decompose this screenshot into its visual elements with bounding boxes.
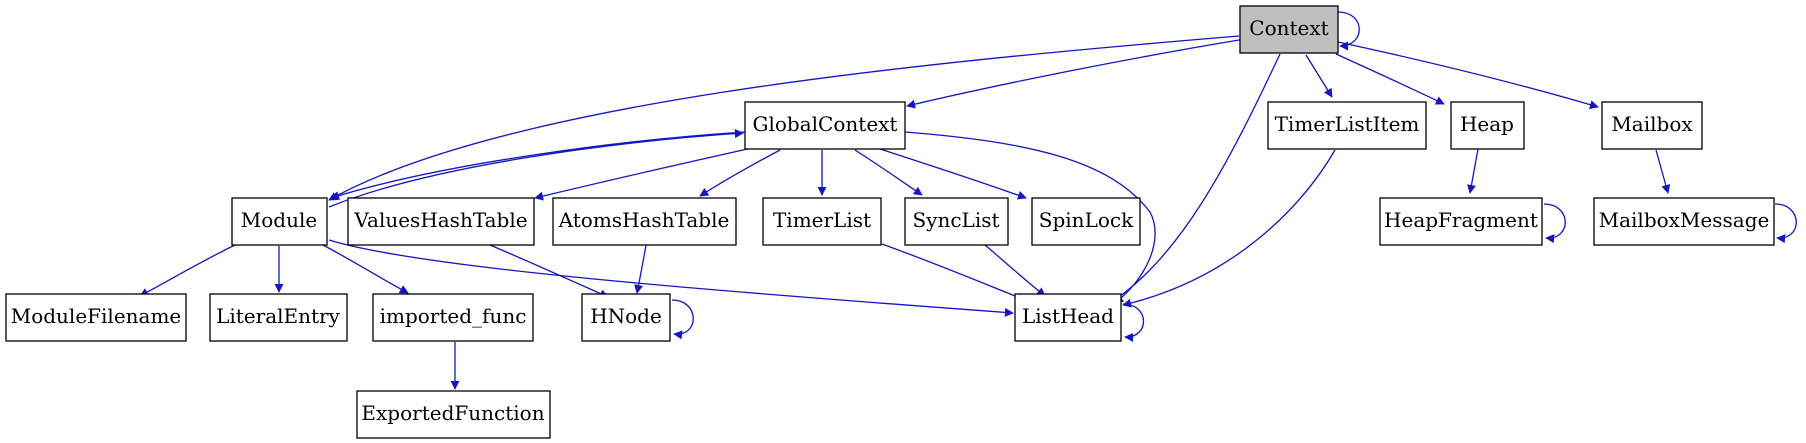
node-heap-label: Heap	[1460, 112, 1514, 136]
node-spin-lock-label: SpinLock	[1039, 208, 1134, 232]
node-module-filename[interactable]: ModuleFilename	[5, 293, 187, 342]
node-heap[interactable]: Heap	[1450, 101, 1525, 150]
node-heap-fragment[interactable]: HeapFragment	[1379, 197, 1543, 246]
node-timer-list-label: TimerList	[773, 208, 871, 232]
node-module-filename-label: ModuleFilename	[11, 304, 182, 328]
edge-listhead-listhead	[1122, 303, 1145, 342]
node-sync-list-label: SyncList	[912, 208, 999, 232]
node-spin-lock[interactable]: SpinLock	[1031, 197, 1141, 246]
node-mailbox-message-label: MailboxMessage	[1599, 208, 1770, 232]
node-timer-list-item[interactable]: TimerListItem	[1267, 101, 1427, 150]
edge-globalcontext-valueshashtable	[534, 147, 753, 201]
edge-context-heap	[1335, 53, 1445, 105]
edge-hnode-hnode	[671, 299, 694, 340]
edge-context-globalcontext	[906, 38, 1246, 109]
edge-globalcontext-synclist	[854, 149, 923, 196]
edge-globalcontext-listhead	[904, 131, 1156, 304]
edge-heapfragment-heapfragment	[1543, 203, 1566, 244]
node-atoms-hash-table[interactable]: AtomsHashTable	[552, 197, 737, 246]
node-timer-list[interactable]: TimerList	[762, 197, 882, 246]
node-imported-func[interactable]: imported_func	[372, 293, 534, 342]
edge-heap-heapfragment	[1467, 148, 1479, 194]
edge-timerlist-listhead	[881, 243, 1026, 302]
edge-atomshashtable-hnode	[634, 244, 647, 294]
node-literal-entry[interactable]: LiteralEntry	[209, 293, 348, 342]
node-exported-function-label: ExportedFunction	[361, 401, 544, 425]
edge-context-context	[1337, 11, 1360, 51]
node-hnode-label: HNode	[590, 304, 662, 328]
edge-module-importedfunc	[322, 244, 409, 294]
node-context-label: Context	[1249, 16, 1328, 40]
edge-globalcontext-atomshashtable	[699, 149, 781, 197]
node-exported-function[interactable]: ExportedFunction	[356, 390, 551, 439]
edge-module-globalcontext	[328, 129, 744, 208]
node-mailbox-label: Mailbox	[1611, 112, 1693, 136]
node-mailbox[interactable]: Mailbox	[1601, 101, 1703, 150]
node-values-hash-table[interactable]: ValuesHashTable	[347, 197, 535, 246]
edge-context-listhead	[1106, 53, 1281, 306]
node-module-label: Module	[241, 208, 317, 232]
edge-mailbox-mailboxmessage	[1655, 149, 1671, 194]
node-timer-list-item-label: TimerListItem	[1275, 112, 1420, 136]
edge-context-module	[328, 35, 1240, 201]
node-mailbox-message[interactable]: MailboxMessage	[1593, 197, 1775, 246]
edge-mailboxmessage-mailboxmessage	[1774, 203, 1797, 244]
node-values-hash-table-label: ValuesHashTable	[353, 208, 527, 232]
edge-module-modulefilename	[139, 244, 236, 297]
node-list-head-label: ListHead	[1022, 304, 1114, 328]
node-imported-func-label: imported_func	[380, 304, 527, 328]
edge-synclist-listhead	[984, 244, 1046, 297]
node-module[interactable]: Module	[231, 197, 328, 246]
edge-context-mailbox	[1337, 41, 1599, 110]
node-hnode[interactable]: HNode	[581, 293, 671, 342]
node-sync-list[interactable]: SyncList	[904, 197, 1009, 246]
node-list-head[interactable]: ListHead	[1014, 293, 1122, 342]
node-global-context[interactable]: GlobalContext	[744, 101, 906, 150]
edge-module-listhead	[328, 239, 1014, 317]
node-heap-fragment-label: HeapFragment	[1384, 208, 1538, 232]
edge-context-timerlistitem	[1305, 54, 1333, 98]
node-global-context-label: GlobalContext	[753, 112, 898, 136]
edge-timerlistitem-listhead	[1122, 149, 1336, 308]
edge-globalcontext-module	[330, 131, 746, 200]
node-context[interactable]: Context	[1239, 5, 1339, 54]
edge-valueshashtable-hnode	[489, 244, 609, 298]
edge-globalcontext-spinlock	[876, 147, 1027, 200]
node-literal-entry-label: LiteralEntry	[216, 304, 341, 328]
node-atoms-hash-table-label: AtomsHashTable	[558, 208, 730, 232]
